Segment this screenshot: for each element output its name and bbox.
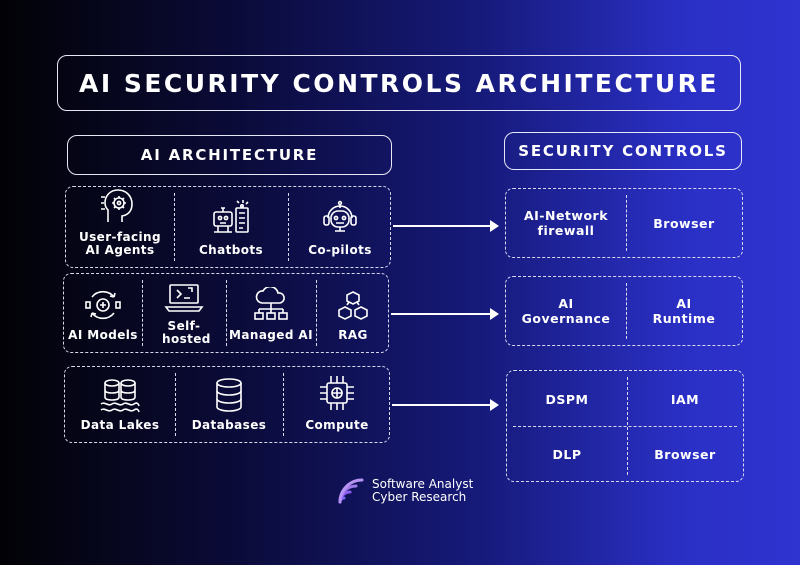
arch-item-label: AI Models — [68, 328, 138, 342]
control-iam: IAM — [627, 371, 743, 427]
control-ai-governance: AI Governance — [506, 277, 626, 345]
arch-item-label: Compute — [305, 418, 369, 432]
controls-row-1: AI-Network firewall Browser — [505, 188, 743, 258]
control-label: AI Governance — [521, 296, 611, 326]
control-dlp: DLP — [507, 427, 627, 481]
arch-item-label: Data Lakes — [80, 418, 160, 432]
database-icon — [216, 378, 242, 412]
security-controls-header: SECURITY CONTROLS — [504, 132, 742, 170]
cpu-chip-icon — [320, 376, 354, 410]
arch-item-user-facing-agents: User-facing AI Agents — [66, 187, 174, 267]
data-lake-icon — [100, 379, 140, 413]
control-ai-network-firewall: AI-Network firewall — [506, 189, 626, 257]
logo-line-2: Cyber Research — [372, 490, 467, 504]
control-label: AI-Network firewall — [523, 208, 609, 238]
control-ai-runtime: AI Runtime — [626, 277, 742, 345]
arch-item-label: User-facing AI Agents — [78, 230, 161, 257]
arch-item-compute: Compute — [283, 367, 391, 442]
arch-item-self-hosted: Self-hosted — [142, 274, 226, 352]
control-label: Browser — [653, 215, 715, 231]
control-label: IAM — [670, 391, 700, 407]
arrow-row-3 — [392, 399, 499, 411]
software-analyst-logo: Software Analyst Cyber Research — [336, 478, 473, 504]
signal-waves-icon — [338, 478, 364, 504]
controls-row-2: AI Governance AI Runtime — [505, 276, 743, 346]
architecture-row-1: User-facing AI Agents Chatbots Co-pilots — [65, 186, 391, 268]
controls-row-3: DSPM IAM DLP Browser — [506, 370, 744, 482]
ai-architecture-header: AI ARCHITECTURE — [67, 135, 392, 175]
cloud-network-icon — [254, 287, 288, 320]
arch-item-label: Managed AI — [229, 328, 313, 342]
arch-item-label: Co-pilots — [308, 243, 372, 257]
arch-item-rag: RAG — [316, 274, 390, 352]
control-browser-2: Browser — [627, 427, 743, 481]
arrow-row-2 — [391, 308, 499, 320]
rag-cubes-icon — [338, 291, 368, 320]
page-title-text: AI SECURITY CONTROLS ARCHITECTURE — [78, 68, 720, 98]
control-label: Browser — [654, 446, 716, 462]
arch-item-managed-ai: Managed AI — [226, 274, 316, 352]
arch-item-label: RAG — [338, 328, 368, 342]
ai-model-cycle-icon — [85, 290, 121, 320]
self-hosted-laptop-icon — [164, 284, 204, 312]
arch-item-label: Chatbots — [198, 243, 264, 257]
page-title: AI SECURITY CONTROLS ARCHITECTURE — [57, 55, 741, 111]
architecture-row-3: Data Lakes Databases Compute — [64, 366, 390, 443]
ai-architecture-header-text: AI ARCHITECTURE — [140, 146, 319, 164]
arch-item-databases: Databases — [175, 367, 283, 442]
arch-item-ai-models: AI Models — [64, 274, 142, 352]
architecture-row-2: AI Models Self-hosted Managed AI RAG — [63, 273, 389, 353]
arch-item-copilots: Co-pilots — [288, 187, 392, 267]
arrow-row-1 — [393, 220, 499, 232]
arch-item-label: Self-hosted — [162, 319, 211, 346]
security-controls-header-text: SECURITY CONTROLS — [518, 142, 728, 160]
logo-line-1: Software Analyst — [372, 477, 474, 491]
arch-item-data-lakes: Data Lakes — [65, 367, 175, 442]
copilot-headset-robot-icon — [323, 200, 357, 232]
control-label: DSPM — [545, 391, 589, 407]
arch-item-label: Databases — [191, 418, 267, 432]
agent-head-gear-icon — [101, 189, 133, 222]
control-dspm: DSPM — [507, 371, 627, 427]
arch-item-chatbots: Chatbots — [174, 187, 288, 267]
control-label: AI Runtime — [652, 296, 716, 326]
control-browser: Browser — [626, 189, 742, 257]
control-label: DLP — [552, 446, 582, 462]
chatbot-robot-icon — [213, 200, 249, 233]
